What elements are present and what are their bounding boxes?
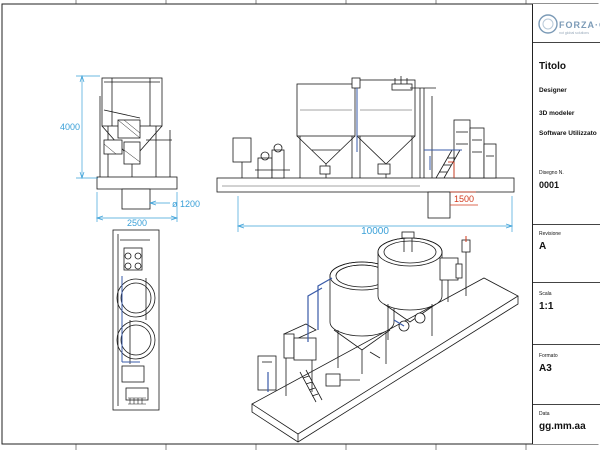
dimension-pit-depth-label: 1500 xyxy=(454,194,474,204)
front-elevation xyxy=(216,76,515,219)
title-block: FORZA·G not global solutions Titolo Desi… xyxy=(532,4,600,444)
software-label: Software Utilizzato xyxy=(539,130,597,137)
front-elevation-red-pipe xyxy=(448,161,455,178)
sheet-grid-ticks xyxy=(75,0,527,450)
format-value: A3 xyxy=(539,363,552,374)
logo-tagline: not global solutions xyxy=(559,31,589,35)
top-view xyxy=(112,229,160,411)
dimension-length-label: 10000 xyxy=(361,226,389,237)
revision-label: Revisione xyxy=(539,231,561,237)
title-value: Titolo xyxy=(539,61,567,72)
side-view-dimensions xyxy=(76,74,179,222)
revision-cell: Revisione A xyxy=(533,224,600,282)
scale-value: 1:1 xyxy=(539,301,554,312)
front-elevation-dimensions xyxy=(236,196,514,232)
logo-icon xyxy=(538,14,558,34)
date-value: gg.mm.aa xyxy=(539,421,586,432)
scale-label: Scala xyxy=(539,291,552,297)
scale-cell: Scala 1:1 xyxy=(533,282,600,344)
side-view xyxy=(96,77,178,210)
dimension-width-label: 2500 xyxy=(127,218,147,228)
front-elevation-pipes xyxy=(356,88,462,170)
format-label: Formato xyxy=(539,353,558,359)
designer-label: Designer xyxy=(539,87,567,94)
title-cell: Titolo Designer xyxy=(533,42,600,102)
drawing-number-cell: Disegno N. 0001 xyxy=(533,144,600,224)
dimension-height-label: 4000 xyxy=(60,122,80,132)
date-label: Data xyxy=(539,411,550,417)
logo-text: FORZA·G xyxy=(559,20,600,30)
modeler-cell: 3D modeler Software Utilizzato xyxy=(533,102,600,144)
drawing-number-label: Disegno N. xyxy=(539,170,564,176)
company-logo: FORZA·G not global solutions xyxy=(537,10,600,40)
drawing-number-value: 0001 xyxy=(539,180,560,190)
revision-value: A xyxy=(539,241,547,252)
isometric-view xyxy=(251,231,519,443)
isometric-pipes xyxy=(267,277,405,392)
top-view-pipes xyxy=(121,276,140,363)
format-cell: Formato A3 xyxy=(533,344,600,404)
top-view-ladder xyxy=(128,397,146,405)
pit-dimension xyxy=(450,191,478,206)
dimension-diameter-label: ø 1200 xyxy=(172,199,200,209)
modeler-label: 3D modeler xyxy=(539,110,575,117)
date-cell: Data gg.mm.aa xyxy=(533,404,600,444)
